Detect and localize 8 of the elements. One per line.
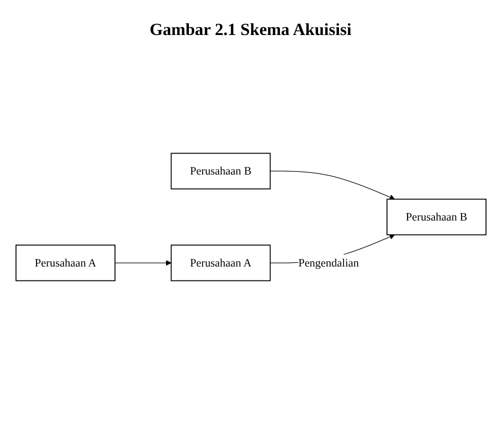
diagram-title: Gambar 2.1 Skema Akuisisi bbox=[148, 19, 352, 41]
arrow bbox=[114, 260, 171, 266]
node-box: Perusahaan A bbox=[170, 244, 270, 282]
edge-label: Pengendalian bbox=[298, 256, 358, 270]
arrow bbox=[269, 171, 394, 200]
node-box: Perusahaan B bbox=[170, 153, 270, 190]
node-box: Perusahaan A bbox=[15, 244, 115, 282]
node-box: Perusahaan B bbox=[386, 199, 486, 236]
